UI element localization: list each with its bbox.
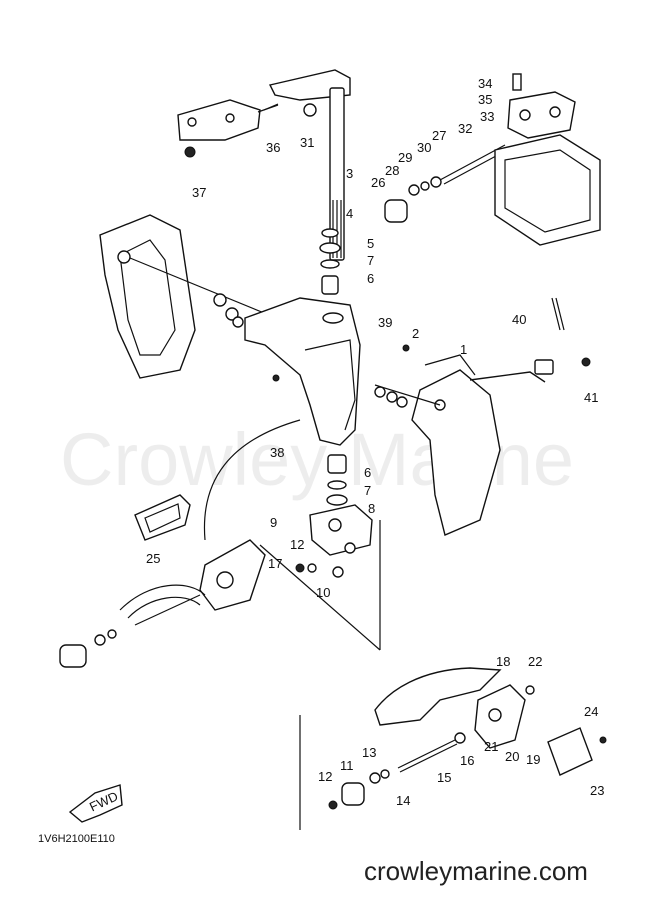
callout-17: 17	[268, 556, 282, 571]
upper-bracket-left	[177, 99, 279, 158]
callout-29: 29	[398, 150, 412, 165]
callout-8: 8	[368, 501, 375, 516]
lower-right-plate	[547, 727, 607, 776]
callout-16: 16	[460, 753, 474, 768]
small-fasteners	[263, 103, 410, 578]
callout-31: 31	[300, 135, 314, 150]
callout-7b: 7	[364, 483, 371, 498]
callout-10: 10	[316, 585, 330, 600]
lower-bolt-assembly	[328, 732, 466, 810]
callout-27: 27	[432, 128, 446, 143]
callout-5: 5	[367, 236, 374, 251]
callout-2: 2	[412, 326, 419, 341]
callout-9: 9	[270, 515, 277, 530]
callout-20: 20	[505, 749, 519, 764]
callout-24: 24	[584, 704, 598, 719]
callout-22: 22	[528, 654, 542, 669]
callout-30: 30	[417, 140, 431, 155]
fwd-arrow-icon: FWD	[68, 784, 123, 823]
callout-11: 11	[340, 758, 354, 773]
site-url: crowleymarine.com	[364, 856, 588, 886]
callout-labels: 34 35 33 32 27 30 29 28 26 36 31 3 37 4 …	[146, 76, 604, 808]
upper-mount-clamp	[439, 73, 601, 246]
upper-bushings	[384, 176, 442, 223]
footer-code: 1V6H2100E110	[38, 833, 115, 845]
callout-39: 39	[378, 315, 392, 330]
callout-4: 4	[346, 206, 353, 221]
callout-23: 23	[590, 783, 604, 798]
callout-40: 40	[512, 312, 526, 327]
callout-37: 37	[192, 185, 206, 200]
swivel-bracket	[213, 293, 361, 446]
right-clamp-bracket	[374, 354, 591, 536]
part-40-strap	[551, 297, 565, 331]
callout-12b: 12	[318, 769, 332, 784]
leader-lines	[203, 419, 381, 830]
callout-18: 18	[496, 654, 510, 669]
left-clamp-bracket	[99, 214, 331, 379]
callout-7a: 7	[367, 253, 374, 268]
callout-14: 14	[396, 793, 410, 808]
callout-6b: 6	[364, 465, 371, 480]
callout-15: 15	[437, 770, 451, 785]
callout-35: 35	[478, 92, 492, 107]
callout-28: 28	[385, 163, 399, 178]
callout-12a: 12	[290, 537, 304, 552]
lower-washers	[309, 454, 373, 556]
callout-6a: 6	[367, 271, 374, 286]
callout-21: 21	[484, 739, 498, 754]
lower-left-plate	[59, 494, 266, 668]
callout-36: 36	[266, 140, 280, 155]
callout-34: 34	[478, 76, 492, 91]
upper-washers	[319, 228, 341, 295]
callout-19: 19	[526, 752, 540, 767]
callout-33: 33	[480, 109, 494, 124]
callout-1: 1	[460, 342, 467, 357]
callout-13: 13	[362, 745, 376, 760]
lower-mount-body	[374, 667, 535, 749]
callout-41: 41	[584, 390, 598, 405]
callout-3: 3	[346, 166, 353, 181]
callout-32: 32	[458, 121, 472, 136]
callout-25: 25	[146, 551, 160, 566]
steering-arm-assembly	[268, 69, 351, 261]
callout-38: 38	[270, 445, 284, 460]
callout-26: 26	[371, 175, 385, 190]
